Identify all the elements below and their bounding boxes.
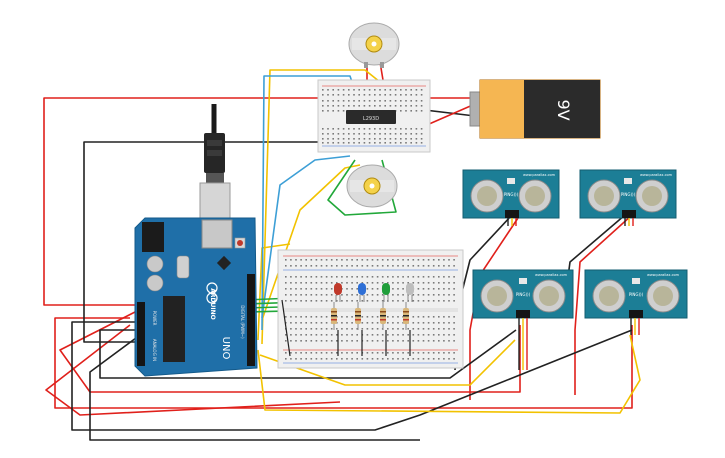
power-header [137,302,145,366]
sensor-ping-3: www.parallax.com PING))) [472,269,574,319]
arduino-logo [206,282,218,304]
sensor-model-label: PING))) [516,292,531,297]
atmega-chip [163,296,185,362]
leds [334,283,414,302]
sensor-brand-label: www.parallax.com [640,173,673,177]
resistors [331,302,409,330]
arduino-brand-label: ARDUINO [209,288,216,319]
wire-red-sensor-top-2 [574,214,633,395]
wire-yellow-bottom-2 [259,339,516,386]
wire-black-bottom-2 [99,329,517,379]
resistor-3 [380,302,386,330]
dc-motor-bottom [346,164,398,208]
arduino-analog-header-label: ANALOG IN [152,339,157,361]
wire-red-bottom-1 [54,317,633,409]
usb-port [201,219,233,249]
usb-cable [199,104,231,220]
resistor-4 [403,302,409,330]
wire-yellow-bottom [257,334,641,414]
small-breadboard-holes [322,89,423,144]
wire-black-lower [89,334,420,441]
sensor-ping-2: www.parallax.com PING))) [579,169,677,219]
sensor-model-label: PING))) [504,192,519,197]
sensor-brand-label: www.parallax.com [647,273,680,277]
sensor-ping-1: www.parallax.com PING))) [462,169,560,219]
sensor-model-label: PING))) [621,192,636,197]
battery-9v: 9V [469,79,601,139]
arduino-model-label: UNO [220,337,231,360]
wire-red-lower-loop [45,324,341,416]
led-red [334,283,342,302]
sensor-brand-label: www.parallax.com [523,173,556,177]
led-white [406,283,414,302]
digital-header [247,274,255,366]
sensor-pin-wires [507,218,640,370]
wire-yellow-top [261,69,381,345]
ground-jumpers [281,299,411,357]
arduino-uno-board: ARDUINO UNO POWER ANALOG IN DIGITAL (PWM… [134,217,258,377]
dc-motor-top [348,22,400,68]
arduino-digital-header-label: DIGITAL (PWM~) [240,305,245,339]
dc-jack [142,222,164,252]
battery-voltage-label: 9V [554,99,573,120]
motor-driver-chip [346,110,396,124]
wire-red-battery-loop [43,97,475,306]
wire-black-bottom-1 [71,321,633,431]
resistor-2 [355,302,361,330]
led-blue [358,283,366,302]
wire-blue-mid [261,155,351,319]
sensor-model-label: PING))) [629,292,644,297]
sensor-ping-4: www.parallax.com PING))) [584,269,688,319]
motor-driver-label: L293D [363,116,379,122]
small-breadboard: L293D [317,79,431,153]
sensor-brand-label: www.parallax.com [535,273,568,277]
resistor-1 [331,302,337,330]
arduino-power-header-label: POWER [152,311,157,326]
led-green [382,283,390,302]
main-breadboard [277,249,464,369]
ultrasonic-sensors: www.parallax.com PING))) www.parallax.co… [462,169,688,319]
wire-blue-top [261,75,353,331]
